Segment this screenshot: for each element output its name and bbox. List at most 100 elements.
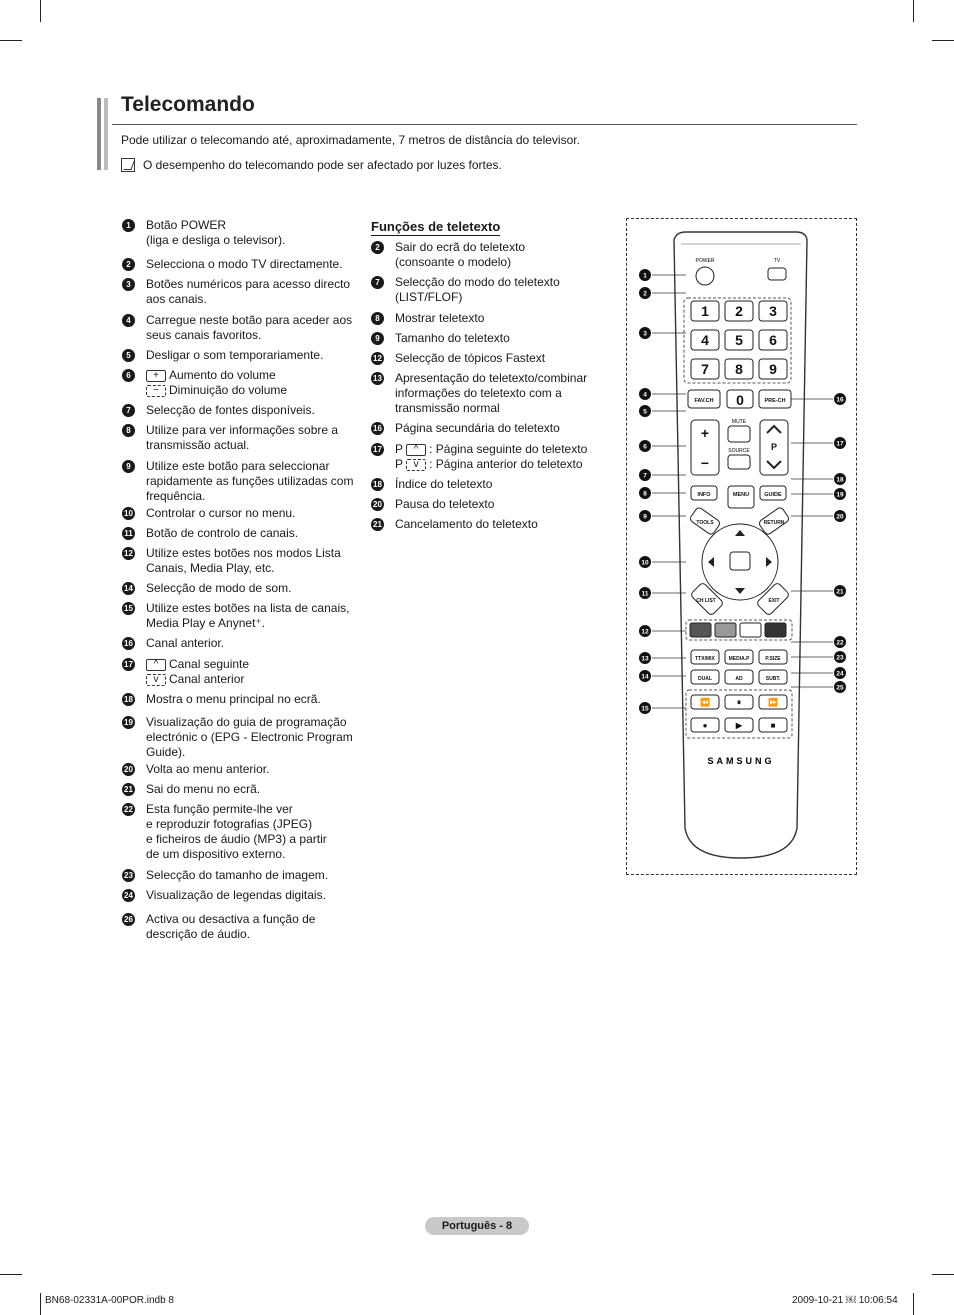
item-text: Desligar o som temporariamente.	[146, 348, 324, 362]
callout-number: 7	[371, 276, 384, 289]
callout-number: 20	[122, 763, 135, 776]
callout-number: 12	[122, 547, 135, 560]
callout-badge	[639, 510, 651, 522]
subt-button	[758, 669, 788, 685]
zero-button	[726, 389, 754, 409]
info-button	[690, 485, 718, 501]
item-text: Página secundária do teletexto	[395, 421, 560, 435]
item-text: Botão de controlo de canais.	[146, 526, 299, 540]
item-text: Apresentação do teletexto/combinar infor…	[395, 371, 588, 415]
digit-button	[724, 300, 754, 322]
callout-number: 1	[122, 219, 135, 232]
note-icon	[121, 158, 135, 172]
ad-button	[724, 669, 754, 685]
callout-number: 3	[122, 278, 135, 291]
digit-label: 5	[735, 332, 743, 348]
item-text: Selecção de tópicos Fastext	[395, 351, 546, 365]
item-text: Cancelamento do teletexto	[395, 517, 538, 531]
digit-button	[724, 329, 754, 351]
arrow-left-icon	[708, 557, 714, 567]
playback-button	[724, 717, 754, 733]
callout-badge	[834, 667, 846, 679]
crop-mark	[40, 1293, 41, 1315]
file-name: BN68-02331A-00POR.indb 8	[45, 1295, 174, 1306]
chevron-up-icon: ^	[406, 443, 427, 456]
plus-icon: +	[701, 425, 709, 441]
callout-badge	[639, 440, 651, 452]
p-size-button	[758, 649, 788, 665]
item-text: Selecção de modo de som.	[146, 581, 292, 595]
color-key-button	[714, 622, 737, 638]
digit-button	[758, 329, 788, 351]
callout-number: 11	[642, 591, 649, 598]
fav-ch-button	[687, 389, 721, 409]
callout-number: 16	[836, 397, 844, 404]
callout-badge	[639, 487, 651, 499]
pre-ch-label: PRE-CH	[764, 398, 785, 404]
title-rule	[112, 124, 857, 125]
p-size-label: P.SIZE	[765, 656, 781, 662]
ad-label: AD	[735, 676, 743, 682]
callout-number: 10	[641, 560, 649, 567]
callout-badge	[639, 556, 651, 568]
item-text: Tamanho do teletexto	[395, 331, 510, 345]
callout-number: 4	[122, 314, 135, 327]
zero-label: 0	[736, 392, 744, 408]
callout-number: 6	[122, 369, 135, 382]
color-key-button	[739, 622, 762, 638]
callout-badge	[639, 587, 651, 599]
digit-label: 8	[735, 361, 743, 377]
crop-mark	[932, 1274, 954, 1275]
subt-label: SUBT.	[766, 676, 781, 682]
callout-number: 24	[122, 889, 135, 902]
digit-label: 3	[769, 303, 777, 319]
callout-number: 16	[371, 422, 384, 435]
callout-number: 11	[122, 527, 135, 540]
digit-label: 2	[735, 303, 743, 319]
digit-button	[724, 358, 754, 380]
callout-badge	[834, 473, 846, 485]
left-item: 20 Volta ao menu anterior.	[122, 762, 362, 777]
callout-number: 6	[643, 444, 647, 451]
callout-number: 18	[371, 478, 384, 491]
playback-button	[758, 694, 788, 710]
callout-number: 22	[122, 803, 135, 816]
digit-button	[690, 300, 720, 322]
crop-mark	[913, 0, 914, 22]
dual-label: DUAL	[698, 676, 712, 682]
callout-number: 18	[836, 477, 844, 484]
playback-icon: ⏩	[768, 697, 778, 707]
ch-list-label: CH LIST	[696, 598, 715, 604]
chevron-down-icon: v	[406, 458, 427, 471]
callout-number: 17	[371, 443, 384, 456]
callout-number: 17	[122, 658, 135, 671]
callout-badge	[834, 651, 846, 663]
item-text: Selecciona o modo TV directamente.	[146, 257, 343, 271]
playback-icon: ⏪	[700, 697, 710, 707]
left-item: 6+Aumento do volume−Diminuição do volume	[122, 368, 362, 398]
item-text: Volta ao menu anterior.	[146, 762, 270, 776]
callout-badge	[639, 405, 651, 417]
callout-number: 5	[643, 409, 647, 416]
callout-number: 21	[836, 589, 844, 596]
intro-text: Pode utilizar o telecomando até, aproxim…	[121, 133, 580, 147]
exit-button	[757, 583, 789, 615]
digit-button	[758, 358, 788, 380]
remote-figure-frame	[626, 218, 857, 875]
mute-button	[727, 425, 751, 443]
item-text: Activa ou desactiva a função de descriçã…	[146, 912, 316, 941]
callout-number: 8	[371, 312, 384, 325]
digit-label: 7	[701, 361, 709, 377]
return-label: RETURN	[764, 520, 785, 526]
callout-badge	[834, 488, 846, 500]
playback-button	[758, 717, 788, 733]
